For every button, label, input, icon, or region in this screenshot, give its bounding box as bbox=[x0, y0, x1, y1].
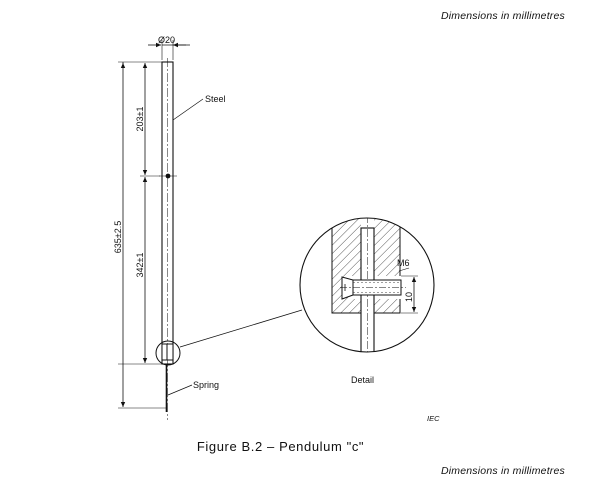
lower-length-label: 342±1 bbox=[135, 253, 145, 278]
diameter-dimension: Ø20 bbox=[148, 35, 190, 60]
extension-lines bbox=[118, 61, 166, 409]
iec-mark: IEC bbox=[427, 414, 440, 423]
spring-callout: Spring bbox=[167, 380, 219, 396]
detail-leader bbox=[179, 309, 303, 348]
figure-caption: Figure B.2 – Pendulum "c" bbox=[196, 439, 365, 454]
lower-length-dimension: 342±1 bbox=[135, 177, 148, 363]
units-note-top: Dimensions in millimetres bbox=[440, 10, 565, 22]
detail-circle bbox=[299, 217, 435, 353]
diameter-label: Ø20 bbox=[158, 35, 175, 45]
spring-label: Spring bbox=[193, 380, 219, 390]
upper-length-label: 203±1 bbox=[135, 107, 145, 132]
detail-label: Detail bbox=[351, 375, 374, 385]
steel-label: Steel bbox=[205, 94, 226, 104]
overall-length-dimension: 635±2.5 bbox=[113, 62, 126, 407]
upper-length-dimension: 203±1 bbox=[135, 63, 148, 175]
units-note-bottom: Dimensions in millimetres bbox=[440, 465, 565, 477]
thread-label: M6 bbox=[397, 258, 410, 268]
pendulum-rod bbox=[155, 58, 181, 420]
overall-length-label: 635±2.5 bbox=[113, 221, 123, 253]
steel-callout: Steel bbox=[172, 94, 226, 121]
thread-length-label: 10 bbox=[404, 292, 414, 302]
detail-marker-circle bbox=[155, 340, 181, 366]
detail-view: M6 10 bbox=[299, 217, 435, 353]
